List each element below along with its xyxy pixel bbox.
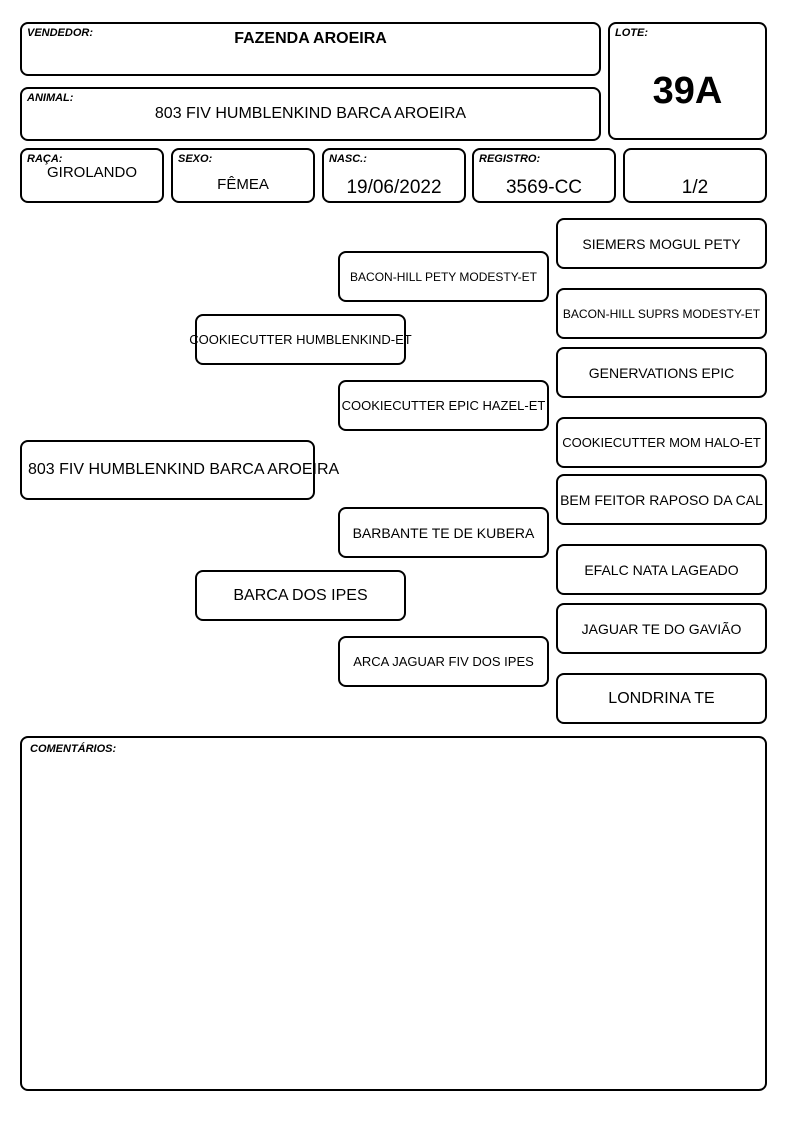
pedigree-gg-8: LONDRINA TE: [556, 673, 767, 724]
pedigree-sire: COOKIECUTTER HUMBLENKIND-ET: [189, 314, 412, 365]
sexo-label: SEXO:: [178, 153, 213, 165]
pedigree-gg-5: BEM FEITOR RAPOSO DA CAL: [556, 474, 767, 525]
nasc-box: NASC.: 19/06/2022: [322, 148, 466, 203]
animal-value: 803 FIV HUMBLENKIND BARCA AROEIRA: [154, 105, 467, 122]
vendedor-label: VENDEDOR:: [27, 27, 94, 39]
lote-box: LOTE: 39A: [608, 22, 767, 140]
pedigree-dam-sire: BARBANTE TE DE KUBERA: [338, 507, 549, 558]
pedigree-gg-3: GENERVATIONS EPIC: [556, 347, 767, 398]
pedigree-dam-dam: ARCA JAGUAR FIV DOS IPES: [338, 636, 549, 687]
grau-box: 1/2: [623, 148, 767, 203]
comments-label: COMENTÁRIOS:: [30, 743, 117, 755]
animal-box: ANIMAL: 803 FIV HUMBLENKIND BARCA AROEIR…: [20, 87, 601, 141]
pedigree-gg-2: BACON-HILL SUPRS MODESTY-ET: [556, 288, 767, 339]
vendedor-box: VENDEDOR: FAZENDA AROEIRA: [20, 22, 601, 76]
pedigree-gg-6: EFALC NATA LAGEADO: [556, 544, 767, 595]
registro-value: 3569-CC: [505, 177, 583, 198]
raca-value: GIROLANDO: [46, 164, 137, 181]
pedigree-gg-7: JAGUAR TE DO GAVIÃO: [556, 603, 767, 654]
raca-label: RAÇA:: [27, 153, 63, 165]
pedigree-sire-sire: BACON-HILL PETY MODESTY-ET: [338, 251, 549, 302]
vendedor-value: FAZENDA AROEIRA: [234, 30, 387, 47]
lote-label: LOTE:: [615, 27, 648, 39]
animal-label: ANIMAL:: [27, 92, 74, 104]
nasc-label: NASC.:: [329, 153, 367, 165]
pedigree-dam: BARCA DOS IPES: [195, 570, 406, 621]
raca-box: RAÇA: GIROLANDO: [20, 148, 164, 203]
registro-label: REGISTRO:: [479, 153, 541, 165]
pedigree-animal: 803 FIV HUMBLENKIND BARCA AROEIRA: [20, 440, 339, 500]
grau-value: 1/2: [681, 177, 709, 198]
comments-box[interactable]: COMENTÁRIOS:: [20, 736, 767, 1091]
registro-box: REGISTRO: 3569-CC: [472, 148, 616, 203]
nasc-value: 19/06/2022: [346, 177, 442, 198]
pedigree-gg-4: COOKIECUTTER MOM HALO-ET: [556, 417, 767, 468]
pedigree-gg-1: SIEMERS MOGUL PETY: [556, 218, 767, 269]
pedigree-sire-dam: COOKIECUTTER EPIC HAZEL-ET: [338, 380, 549, 431]
lote-value: 39A: [652, 70, 723, 112]
sexo-value: FÊMEA: [217, 176, 269, 193]
sexo-box: SEXO: FÊMEA: [171, 148, 315, 203]
